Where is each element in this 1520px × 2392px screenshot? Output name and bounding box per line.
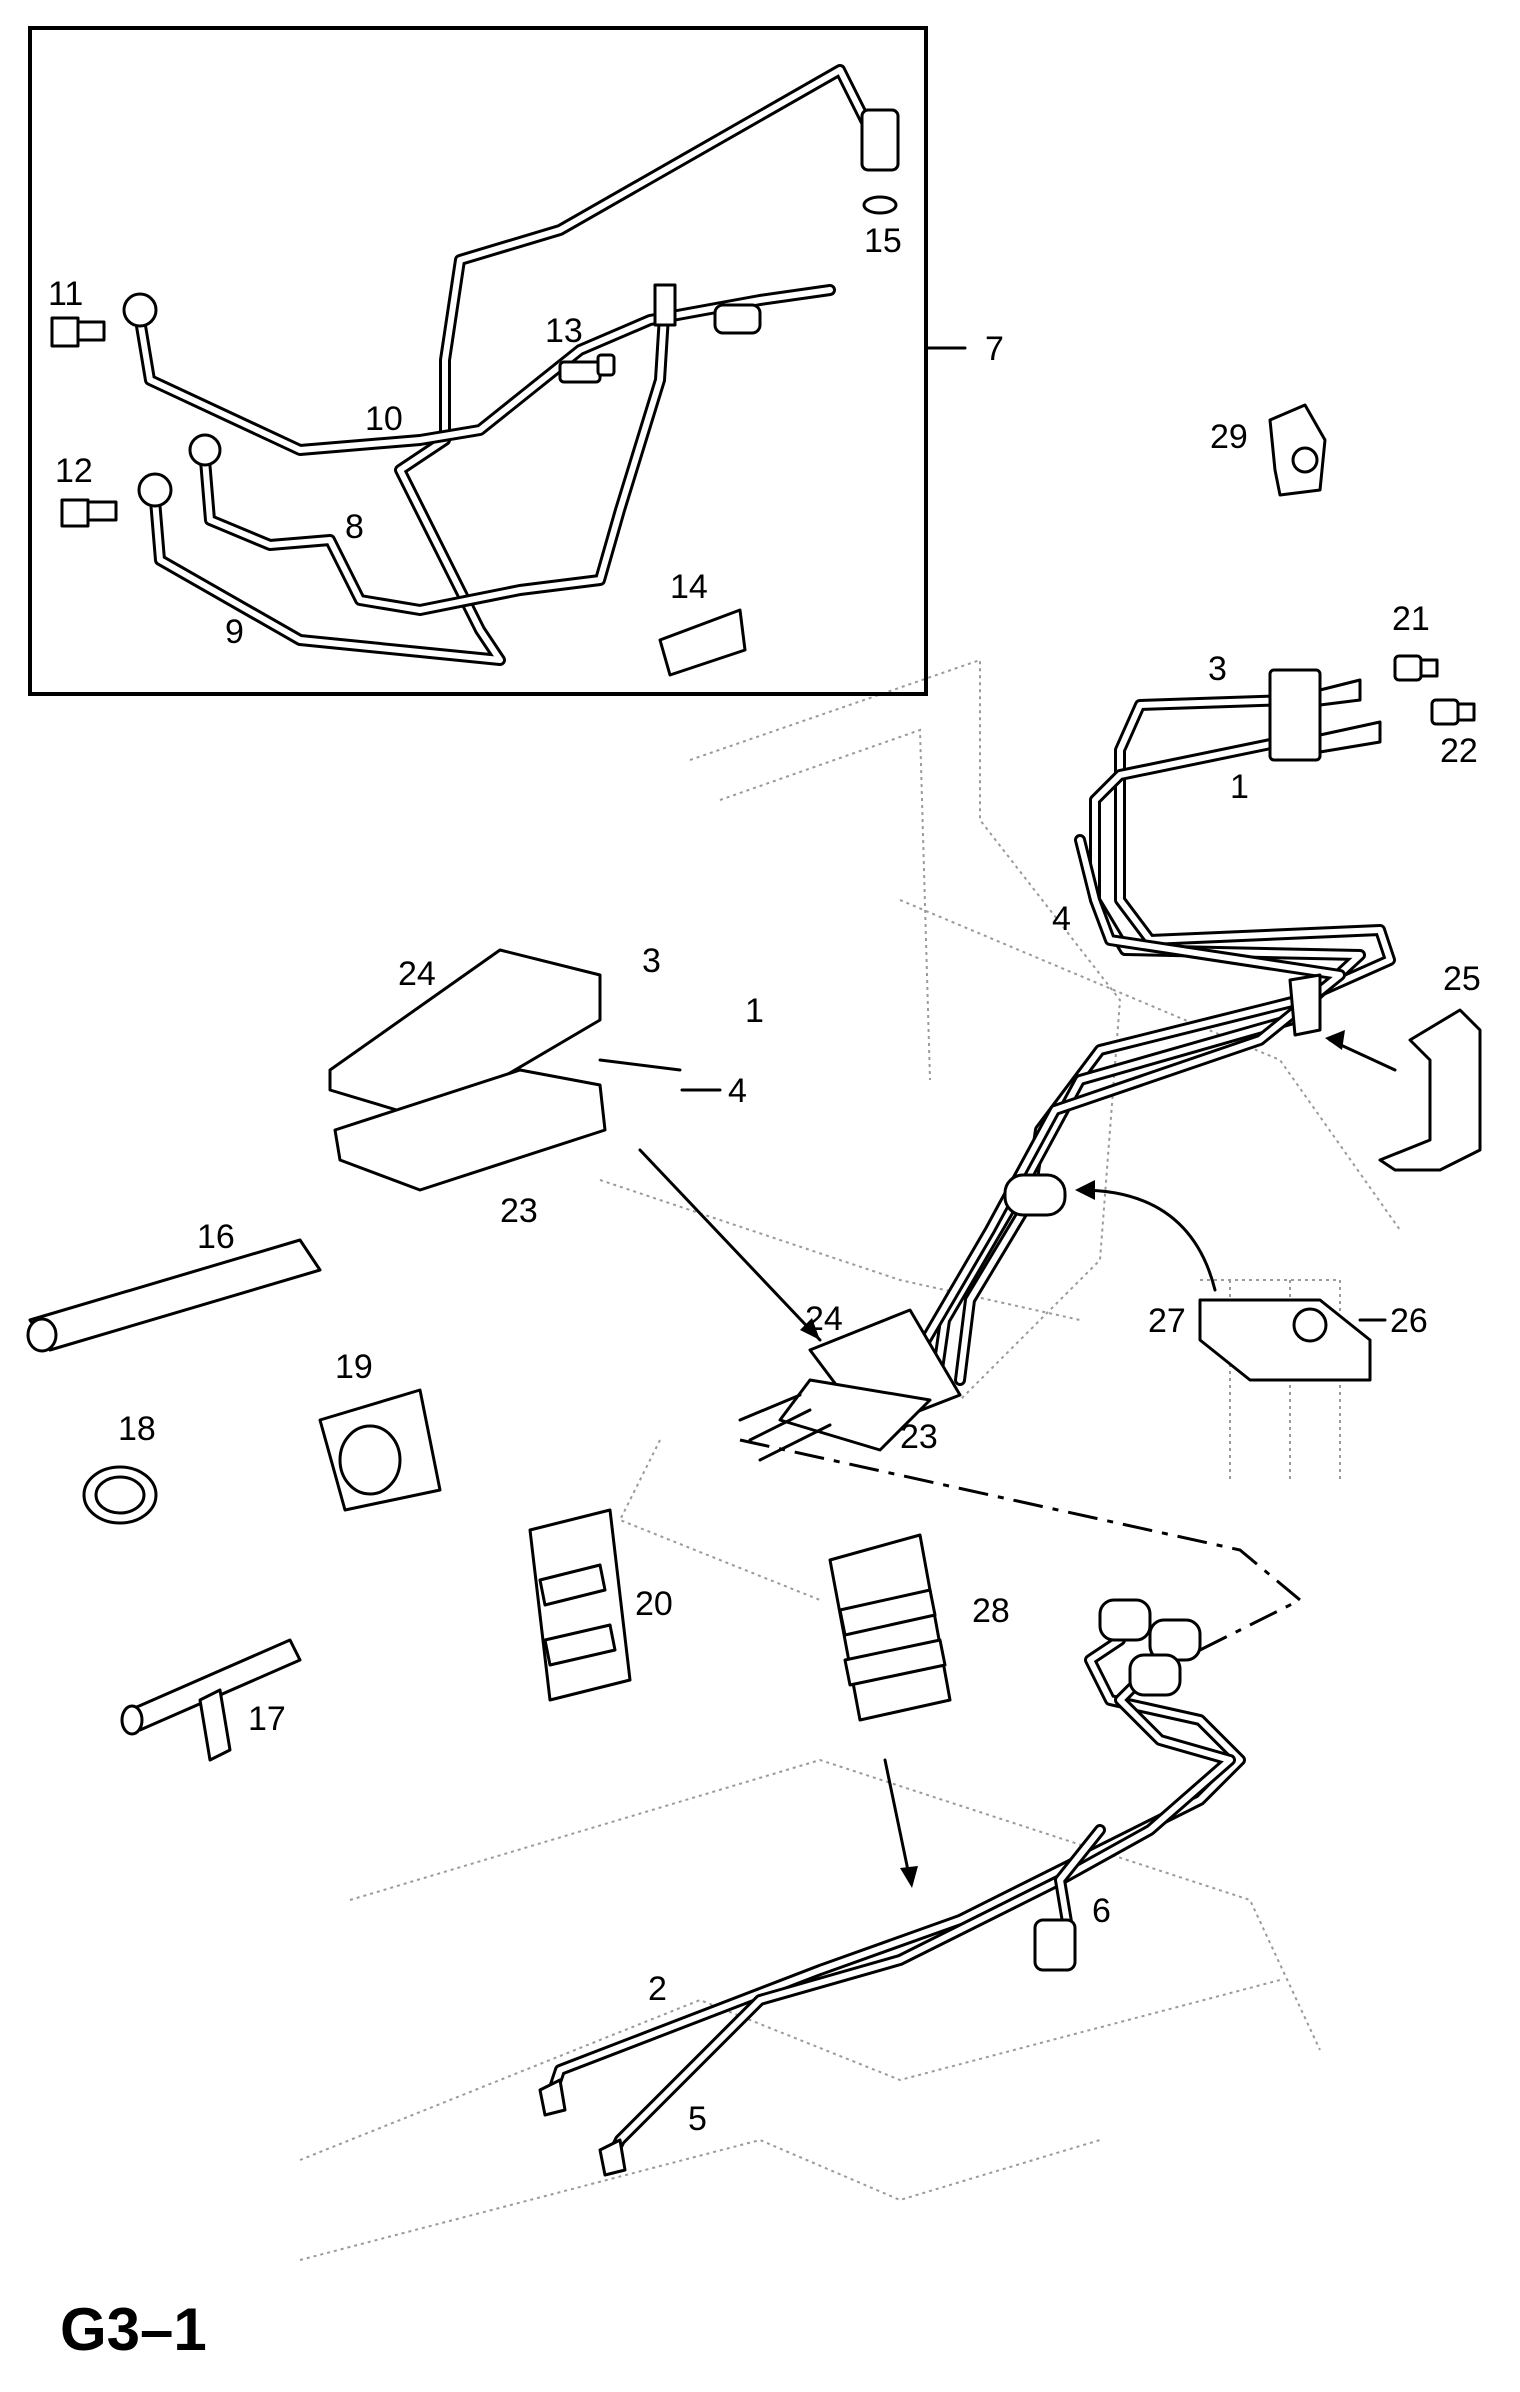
clip-29: [1268, 403, 1327, 497]
clamp-18: [82, 1465, 158, 1525]
inset-group-label: 7: [985, 330, 1004, 368]
callout-26: 26: [1390, 1302, 1428, 1340]
callout-17: 17: [248, 1700, 286, 1738]
screw-21: [1393, 654, 1439, 682]
dash-dot-reference-lines: [739, 1438, 1303, 1652]
callout-16: 16: [197, 1218, 235, 1256]
clip-28: [828, 1533, 952, 1722]
bolt-12: [60, 498, 118, 528]
callout-29: 29: [1210, 418, 1248, 456]
callout-1: 1: [1230, 768, 1249, 806]
callout-8: 8: [345, 508, 364, 546]
union-13: [558, 353, 616, 384]
callout-28: 28: [972, 1592, 1010, 1630]
main-pipe-bundle: [914, 668, 1396, 1396]
bracket-25: [1378, 1008, 1482, 1172]
clip-14: [658, 608, 747, 677]
pipe-16: [26, 1238, 322, 1353]
callout-2: 2: [648, 1970, 667, 2008]
holder-installed: [738, 1308, 962, 1462]
callout-5: 5: [688, 2100, 707, 2138]
callout-21: 21: [1392, 600, 1430, 638]
callout-18: 18: [118, 1410, 156, 1448]
callout-6: 6: [1092, 1892, 1111, 1930]
callout-20: 20: [635, 1585, 673, 1623]
tee-piece-17: [120, 1638, 302, 1762]
callout-4: 4: [1052, 900, 1071, 938]
callout-11: 11: [48, 275, 83, 313]
rear-pipe-bundle: [538, 1598, 1246, 2177]
callout-22: 22: [1440, 732, 1478, 770]
body-outline-background: [299, 658, 1401, 2261]
callout-12: 12: [55, 452, 93, 490]
callout-3: 3: [1208, 650, 1227, 688]
callout-10: 10: [365, 400, 403, 438]
callout-9: 9: [225, 613, 244, 651]
callout-14: 14: [670, 568, 708, 606]
inset-brake-pipes: [122, 64, 900, 666]
callout-15: 15: [864, 222, 902, 260]
inset-frame: [28, 26, 928, 696]
callout-3-upper-holder: 3: [642, 942, 661, 980]
holder-24-upper: [328, 948, 602, 1122]
callout-27: 27: [1148, 1302, 1186, 1340]
diagram-code: G3–1: [60, 2296, 207, 2363]
callout-19: 19: [335, 1348, 373, 1386]
callout-25: 25: [1443, 960, 1481, 998]
bolt-11: [50, 316, 106, 348]
assembly-arrows: [598, 1030, 1397, 1888]
screw-22: [1430, 698, 1476, 726]
callout-23: 23: [500, 1192, 538, 1230]
callout-24-installed: 24: [805, 1300, 843, 1338]
callout-13: 13: [545, 312, 583, 350]
clip-20: [528, 1508, 632, 1702]
callout-1-upper-holder: 1: [745, 992, 764, 1030]
holder-23-upper: [333, 1068, 607, 1192]
callout-23-installed: 23: [900, 1418, 938, 1456]
callout-labels: 1 2 3 4 5 6 8 9 10 11 12 13 14 15 16 17 …: [48, 222, 1481, 2363]
callout-4-upper-holder: 4: [728, 1072, 747, 1110]
callout-24: 24: [398, 955, 436, 993]
block-27: [1198, 1298, 1372, 1382]
clip-19: [318, 1388, 442, 1512]
